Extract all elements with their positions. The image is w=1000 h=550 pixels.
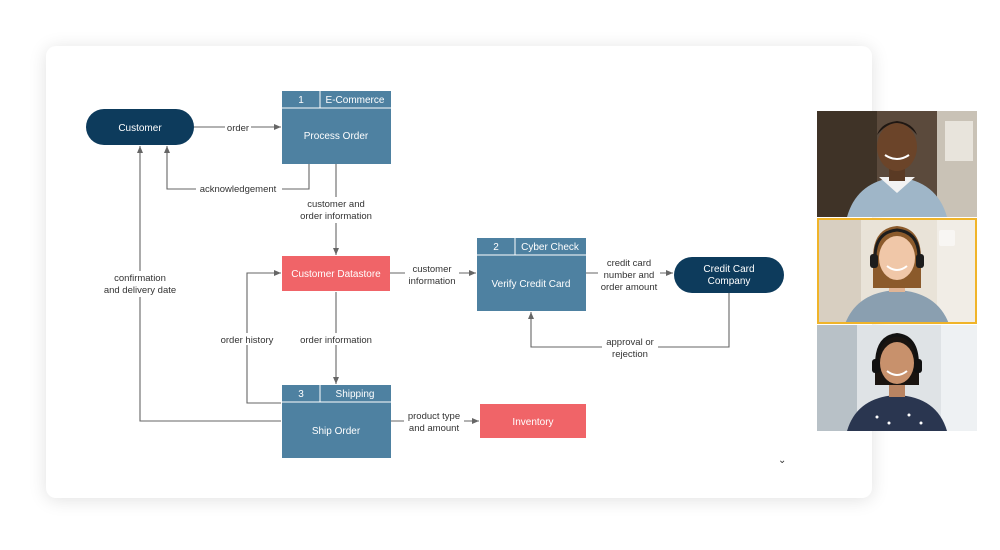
external-cc-label-1: Credit Card: [703, 264, 754, 275]
participant-2-tile[interactable]: [817, 218, 977, 324]
participant-3-avatar: [817, 325, 977, 431]
flow-cc-number-label-2: number and: [604, 270, 655, 281]
flow-product-type-label-2: and amount: [409, 423, 460, 434]
process-verify-credit-card[interactable]: 2 Cyber Check Verify Credit Card: [477, 238, 586, 311]
flow-customer-information-label-2: information: [409, 276, 456, 287]
flow-customer-order-info-label-2: order information: [300, 211, 372, 222]
process-1-number: 1: [298, 95, 304, 106]
process-2-number: 2: [493, 242, 499, 253]
datastore-customer-label: Customer Datastore: [291, 269, 381, 280]
external-cc-label-2: Company: [708, 276, 751, 287]
datastore-customer[interactable]: Customer Datastore: [282, 256, 390, 291]
process-3-group: Shipping: [336, 389, 375, 400]
flow-confirmation-label-2: and delivery date: [104, 285, 176, 296]
participant-1-tile[interactable]: [817, 111, 977, 217]
flow-cc-number-label-3: order amount: [601, 282, 658, 293]
flow-confirmation-line: [137, 146, 281, 422]
flow-order-label: order: [227, 123, 249, 134]
process-1-group: E-Commerce: [326, 95, 385, 106]
participant-3-tile[interactable]: [817, 325, 977, 431]
flow-acknowledgement-label: acknowledgement: [200, 184, 277, 195]
process-ship-order[interactable]: 3 Shipping Ship Order: [282, 385, 391, 458]
datastore-inventory[interactable]: Inventory: [480, 404, 586, 438]
external-customer[interactable]: Customer: [86, 109, 194, 145]
flow-order-history-label: order history: [221, 335, 274, 346]
process-2-group: Cyber Check: [521, 242, 580, 253]
flow-approval-label-1: approval or: [606, 337, 654, 348]
mic-icon[interactable]: [939, 230, 955, 246]
process-3-number: 3: [298, 389, 304, 400]
flow-confirmation-label-1: confirmation: [114, 273, 166, 284]
process-1-name: Process Order: [304, 131, 369, 142]
external-customer-label: Customer: [118, 123, 162, 134]
external-credit-card-company[interactable]: Credit Card Company: [674, 257, 784, 293]
flow-order-information-label: order information: [300, 335, 372, 346]
process-process-order[interactable]: 1 E-Commerce Process Order: [282, 91, 391, 164]
flow-customer-order-info-label-1: customer and: [307, 199, 365, 210]
participant-2-avatar: [817, 218, 977, 324]
flow-approval-label-2: rejection: [612, 349, 648, 360]
flow-labels: order acknowledgement customer and order…: [98, 121, 660, 434]
process-2-name: Verify Credit Card: [492, 279, 571, 290]
chevron-down-icon[interactable]: ⌄: [778, 455, 787, 466]
participant-1-avatar: [817, 111, 977, 217]
flow-product-type-label-1: product type: [408, 411, 460, 422]
flow-cc-number-label-1: credit card: [607, 258, 651, 269]
process-3-name: Ship Order: [312, 426, 361, 437]
flow-customer-information-label-1: customer: [412, 264, 451, 275]
datastore-inventory-label: Inventory: [512, 417, 553, 428]
